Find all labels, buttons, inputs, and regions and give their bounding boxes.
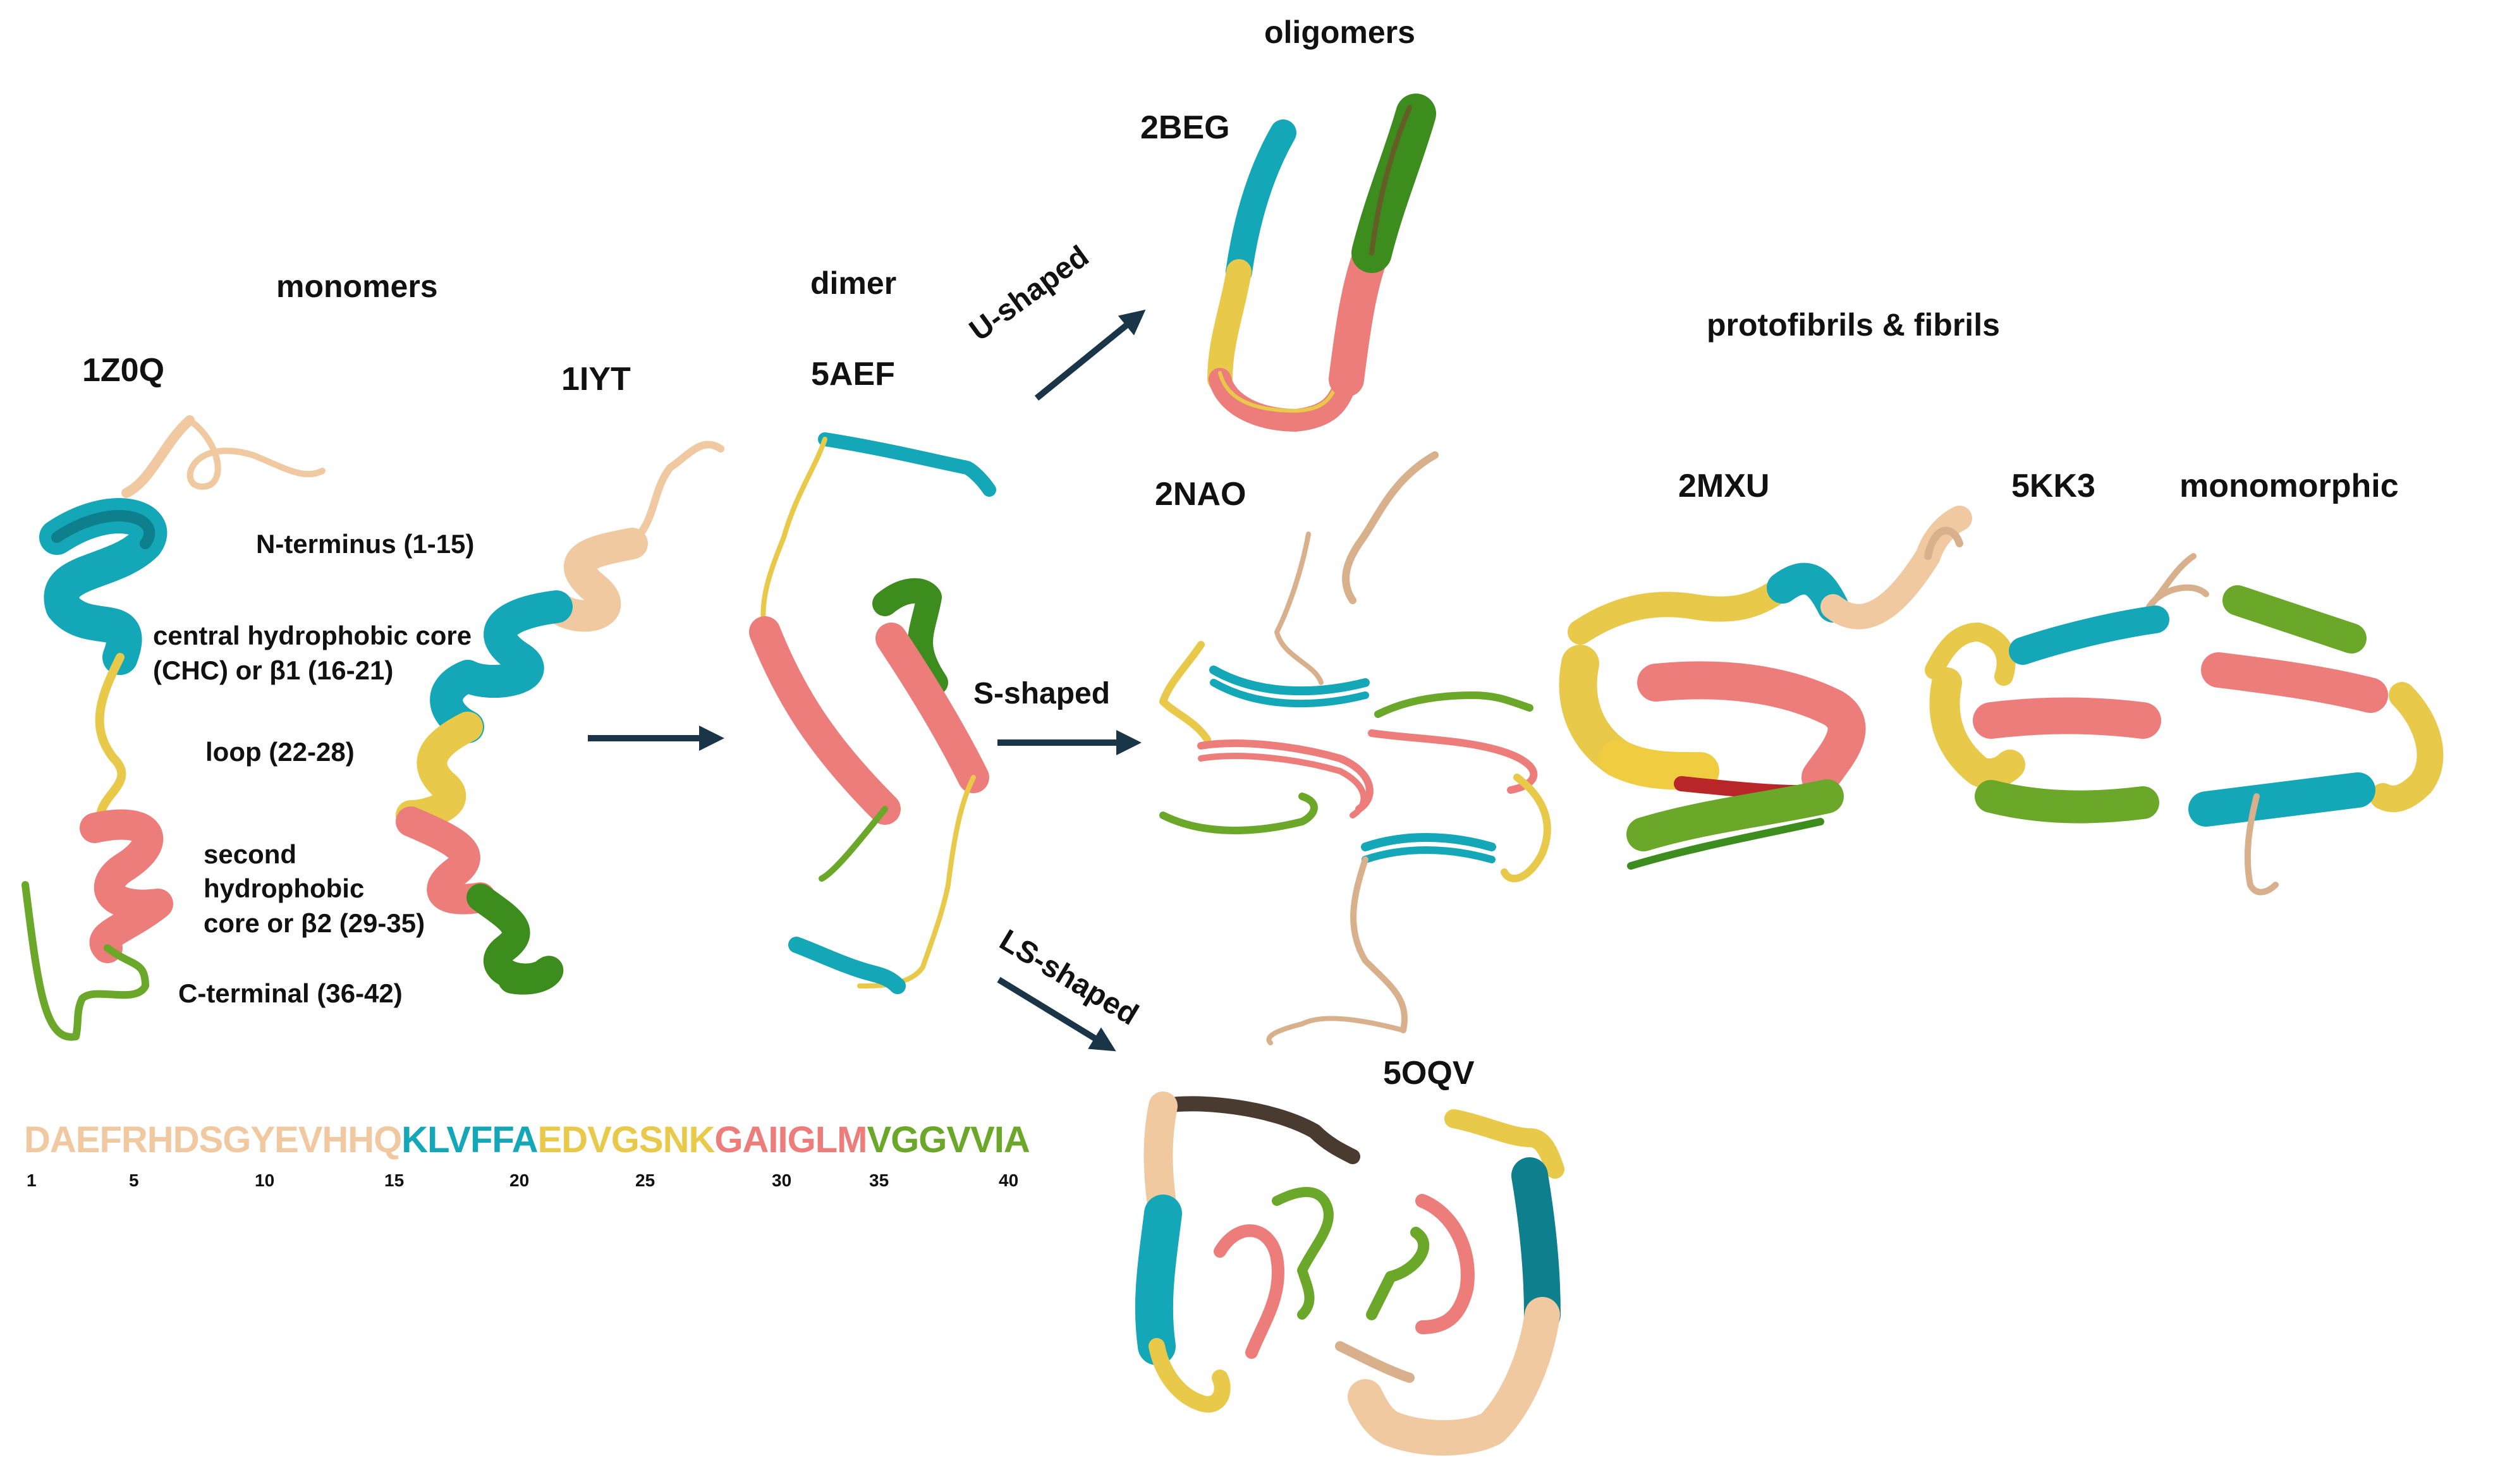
pdb-id-1iyt: 1IYT	[561, 361, 631, 398]
pdb-id-2mxu: 2MXU	[1678, 468, 1770, 504]
fibril-2mxu-structure	[1559, 506, 1972, 870]
transition-arrows	[588, 309, 1146, 1052]
pdb-id-5kk3: 5KK3	[2011, 468, 2095, 504]
s-shaped-label: S-shaped	[973, 677, 1111, 710]
second-core-label-line2: hydrophobic	[204, 873, 365, 903]
pdb-id-5aef: 5AEF	[811, 356, 895, 392]
monomer-1z0q-structure	[21, 415, 326, 1041]
oligomer-5oqv-structure	[1135, 1092, 1564, 1456]
sequence-position-30: 30	[772, 1171, 792, 1190]
sequence-position-35: 35	[869, 1171, 889, 1190]
sequence-n-terminus: DAEFRHDSGYEVHHQ	[24, 1119, 402, 1160]
dimer-header: dimer	[810, 265, 897, 301]
amino-acid-sequence: DAEFRHDSGYEVHHQKLVFFAEDVGSNKGAIIGLMVGGVV…	[24, 1119, 1030, 1161]
loop-label: loop (22-28)	[205, 737, 355, 767]
dimer-5aef-structure	[749, 432, 996, 994]
monomer-1iyt-structure	[396, 441, 724, 995]
ls-shaped-arrow	[997, 976, 1116, 1052]
oligomer-2nao-structure	[1159, 451, 1551, 1045]
sequence-position-10: 10	[255, 1171, 275, 1190]
sequence-position-1: 1	[27, 1171, 37, 1190]
sequence-second-core: GAIIGLM	[714, 1119, 867, 1160]
sequence-position-40: 40	[999, 1171, 1019, 1190]
chc-label-line2: (CHC) or β1 (16-21)	[153, 655, 394, 685]
fibril-5kk3-structure	[1925, 553, 2444, 896]
u-shaped-arrow	[1034, 309, 1146, 401]
second-core-label-line3: core or β2 (29-35)	[204, 908, 425, 938]
n-terminus-label: N-terminus (1-15)	[256, 529, 475, 559]
monomers-header: monomers	[276, 269, 438, 304]
oligomer-2beg-structure	[1207, 94, 1436, 432]
c-terminal-label: C-terminal (36-42)	[178, 978, 403, 1008]
sequence-position-15: 15	[384, 1171, 405, 1190]
pdb-id-5oqv: 5OQV	[1383, 1055, 1475, 1092]
chc-label-line1: central hydrophobic core	[153, 621, 472, 650]
pdb-id-1z0q: 1Z0Q	[82, 352, 165, 389]
pdb-id-2beg: 2BEG	[1140, 109, 1230, 146]
monomorphic-label: monomorphic	[2179, 468, 2399, 504]
fibrils-header: protofibrils & fibrils	[1707, 307, 2000, 343]
sequence-loop: EDVGSNK	[537, 1119, 716, 1160]
second-core-label-line1: second	[204, 839, 297, 869]
oligomers-header: oligomers	[1264, 15, 1415, 50]
sequence-position-25: 25	[635, 1171, 655, 1190]
sequence-chc: KLVFFA	[401, 1119, 538, 1160]
sequence-position-5: 5	[129, 1171, 139, 1190]
sequence-c-terminal: VGGVVIA	[867, 1119, 1030, 1160]
sequence-position-20: 20	[509, 1171, 530, 1190]
pdb-id-2nao: 2NAO	[1155, 476, 1246, 513]
